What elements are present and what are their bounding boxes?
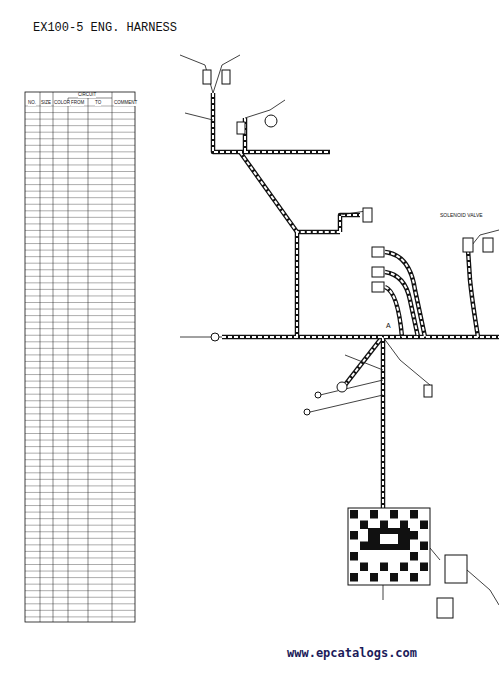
part-label: A: [386, 322, 391, 329]
table-header: FROM: [71, 101, 84, 106]
table-header: TO: [95, 101, 101, 106]
single-wire: [180, 55, 499, 600]
wire-bundle: [213, 93, 499, 508]
part-label: SOLENOID VALVE: [440, 213, 483, 218]
title: EX100-5 ENG. HARNESS: [33, 22, 177, 34]
table-header: CIRCUIT: [78, 93, 96, 98]
fuse-box: [348, 508, 430, 585]
table-header: COMMENT: [114, 101, 137, 106]
table-header: COLOR: [54, 101, 70, 106]
wire-table-grid: [25, 92, 135, 622]
connector-symbol: [203, 70, 499, 618]
table-header: NO.: [28, 101, 36, 106]
table-header: SIZE: [41, 101, 51, 106]
watermark: www.epcatalogs.com: [287, 647, 417, 659]
